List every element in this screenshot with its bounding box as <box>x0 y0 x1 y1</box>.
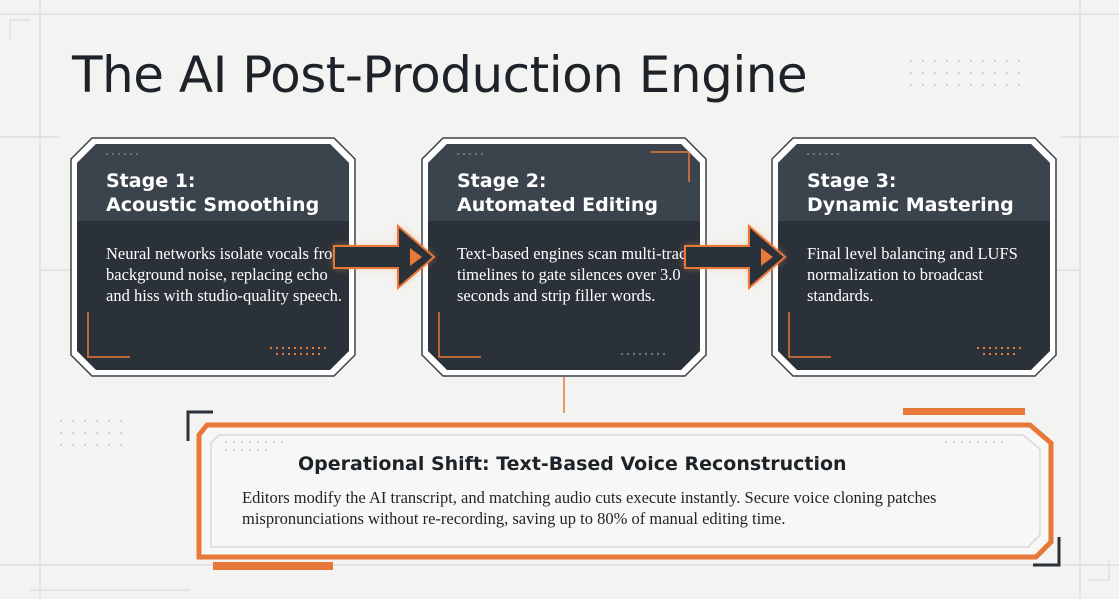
stage-heading: Stage 3: Dynamic Mastering <box>807 169 1014 217</box>
flow-arrow-icon <box>684 223 787 291</box>
stage-card-2: Stage 2: Automated Editing Text-based en… <box>421 137 707 377</box>
stage-label: Stage 2: <box>457 170 547 192</box>
stage-name: Acoustic Smoothing <box>106 194 320 216</box>
stage-card-frame <box>421 137 707 377</box>
stage-description: Text-based engines scan multi-track time… <box>457 244 695 305</box>
flow-arrow-icon <box>333 223 436 291</box>
stage-label: Stage 3: <box>807 170 897 192</box>
stage-name: Automated Editing <box>457 194 658 216</box>
stage-name: Dynamic Mastering <box>807 194 1014 216</box>
stage-label: Stage 1: <box>106 170 196 192</box>
page-title: The AI Post-Production Engine <box>72 46 808 104</box>
stage-description: Neural networks isolate vocals from back… <box>106 244 346 305</box>
shift-title: Operational Shift: Text-Based Voice Reco… <box>298 453 847 475</box>
stage-card-1: Stage 1: Acoustic Smoothing Neural netwo… <box>70 137 356 377</box>
stage-card-frame <box>70 137 356 377</box>
stage-heading: Stage 2: Automated Editing <box>457 169 658 217</box>
stage-card-3: Stage 3: Dynamic Mastering Final level b… <box>771 137 1057 377</box>
stage-card-frame <box>771 137 1057 377</box>
stage-heading: Stage 1: Acoustic Smoothing <box>106 169 319 217</box>
shift-description: Editors modify the AI transcript, and ma… <box>242 488 937 528</box>
shift-panel-frame <box>186 408 1061 570</box>
stage-description: Final level balancing and LUFS normaliza… <box>807 244 1018 305</box>
